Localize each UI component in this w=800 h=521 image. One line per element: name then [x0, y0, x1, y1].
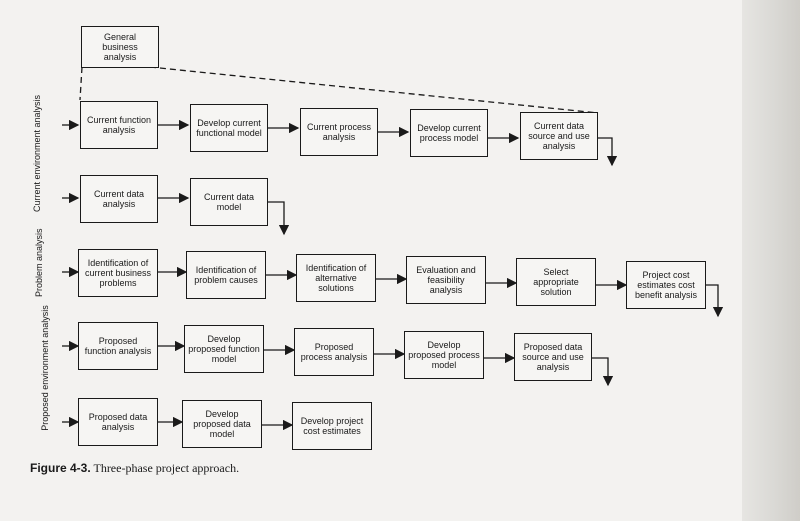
select-appropriate-solution-box: Select appropriate solution [516, 258, 596, 306]
figure-title: Three-phase project approach. [93, 461, 240, 475]
develop-current-process-model-box: Develop current process model [410, 109, 488, 157]
problem-analysis-label: Problem analysis [34, 228, 44, 297]
page-edge [742, 0, 800, 521]
develop-proposed-function-model-box: Develop proposed function model [184, 325, 264, 373]
current-data-source-use-analysis-box: Current data source and use analysis [520, 112, 598, 160]
current-environment-label: Current environment analysis [32, 94, 42, 212]
project-cost-estimates-box: Project cost estimates cost benefit anal… [626, 261, 706, 309]
proposed-data-source-use-analysis-box: Proposed data source and use analysis [514, 333, 592, 381]
current-data-analysis-box: Current data analysis [80, 175, 158, 223]
develop-current-functional-model-box: Develop current functional model [190, 104, 268, 152]
develop-proposed-process-model-box: Develop proposed process model [404, 331, 484, 379]
develop-proposed-data-model-box: Develop proposed data model [182, 400, 262, 448]
figure-number: Figure 4-3. [30, 461, 91, 475]
identification-current-business-problems-box: Identification of current business probl… [78, 249, 158, 297]
proposed-environment-label: Proposed environment analysis [40, 305, 50, 431]
current-data-model-box: Current data model [190, 178, 268, 226]
evaluation-feasibility-analysis-box: Evaluation and feasibility analysis [406, 256, 486, 304]
proposed-process-analysis-box: Proposed process analysis [294, 328, 374, 376]
identification-alternative-solutions-box: Identification of alternative solutions [296, 254, 376, 302]
current-process-analysis-box: Current process analysis [300, 108, 378, 156]
current-function-analysis-box: Current function analysis [80, 101, 158, 149]
identification-problem-causes-box: Identification of problem causes [186, 251, 266, 299]
general-business-analysis-box: General business analysis [81, 26, 159, 68]
develop-project-cost-estimates-box: Develop project cost estimates [292, 402, 372, 450]
proposed-data-analysis-box: Proposed data analysis [78, 398, 158, 446]
figure-caption: Figure 4-3. Three-phase project approach… [30, 461, 239, 476]
proposed-function-analysis-box: Proposed function analysis [78, 322, 158, 370]
